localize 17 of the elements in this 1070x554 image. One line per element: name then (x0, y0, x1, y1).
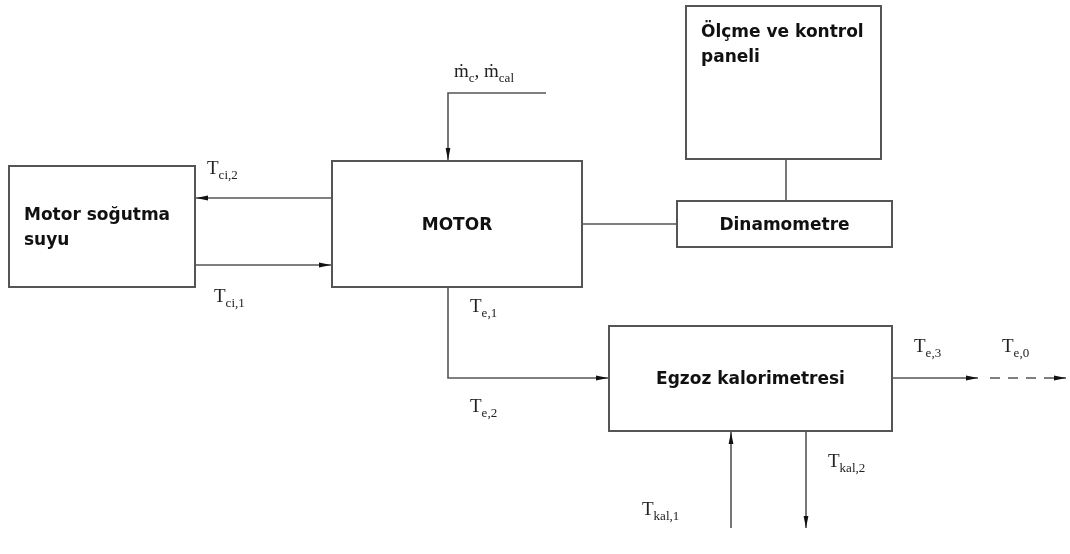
process-box (8, 165, 196, 288)
node-label: MOTOR (421, 212, 493, 236)
arrow (195, 262, 332, 268)
arrow (803, 431, 809, 529)
arrow (445, 92, 547, 161)
process-box (676, 200, 893, 248)
arrow (728, 431, 734, 529)
node-label: Ölçme ve kontrol paneli (701, 19, 865, 68)
node-label: Egzoz kalorimetresi (656, 367, 845, 391)
process-box (331, 160, 583, 288)
node-label: Motor soğutma suyu (24, 202, 172, 251)
arrow (195, 195, 332, 201)
arrow (447, 287, 609, 381)
node-label: Dinamometre (719, 212, 850, 236)
panel-box (685, 5, 882, 160)
process-box (608, 325, 893, 432)
arrow (892, 375, 979, 381)
